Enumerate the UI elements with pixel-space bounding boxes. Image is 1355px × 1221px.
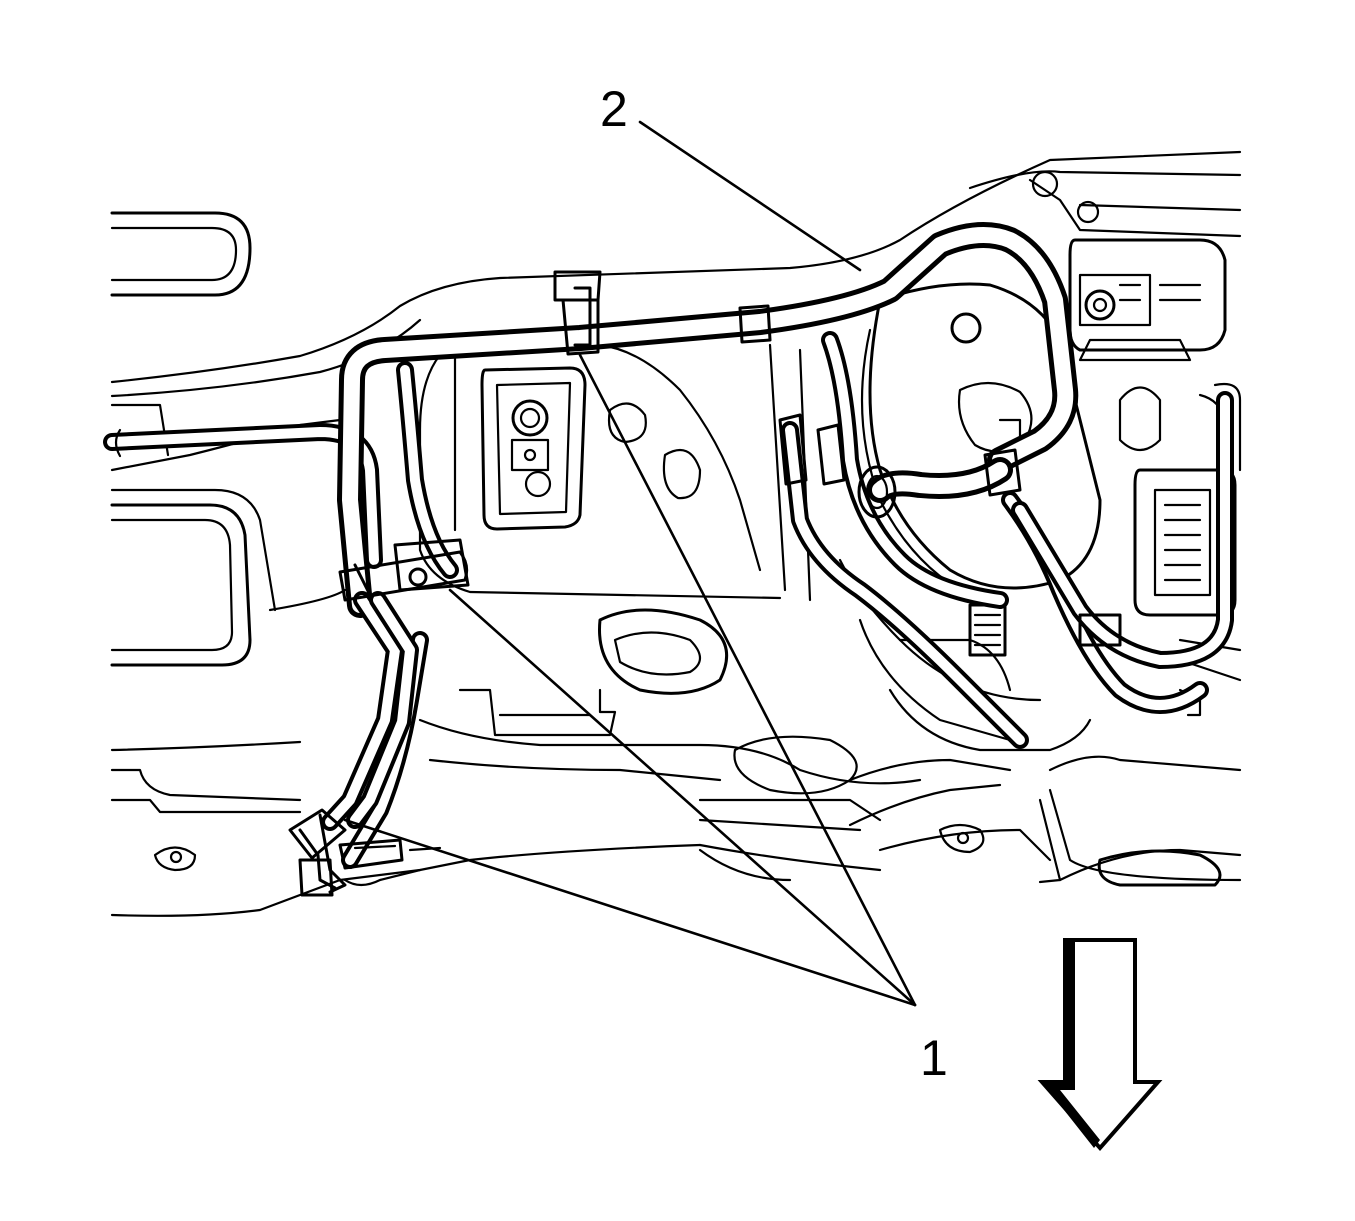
leader-lines [343,120,917,1007]
clip-bottom [288,808,347,897]
retaining-clips [288,270,602,897]
main-hose [337,222,1079,618]
clip-top [553,270,602,356]
arrow-down-icon [1037,938,1163,1152]
callout-1: 1 [920,1030,948,1086]
callout-2: 2 [600,81,628,137]
lower-pipes [298,591,442,894]
vehicle-underbody [110,150,1242,917]
clip-left [338,538,470,602]
